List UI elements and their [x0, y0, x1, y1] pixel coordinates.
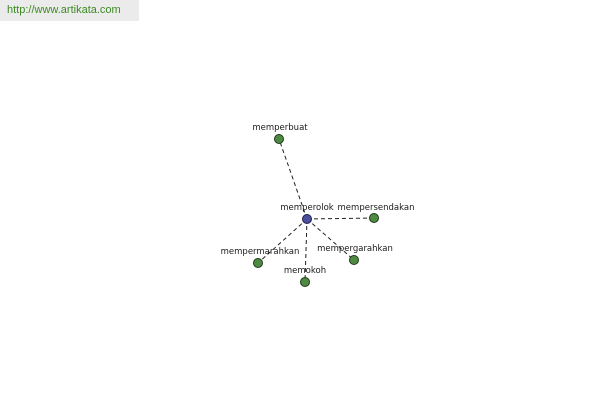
node-mempergarahkan[interactable] — [349, 255, 359, 265]
edge-mempergarahkan — [306, 218, 355, 261]
label-mempersendakan[interactable]: mempersendakan — [338, 203, 415, 213]
node-center[interactable] — [302, 214, 312, 224]
edge-mempermarahkan — [257, 218, 308, 264]
graph-edges — [257, 138, 375, 283]
label-mempergarahkan[interactable]: mempergarahkan — [317, 244, 393, 254]
label-memperbuat[interactable]: memperbuat — [252, 123, 308, 133]
edge-memperbuat — [278, 138, 308, 220]
edge-mempersendakan — [306, 217, 375, 220]
node-mempermarahkan[interactable] — [253, 258, 263, 268]
graph-nodes — [253, 134, 379, 287]
label-memokoh[interactable]: memokoh — [284, 266, 326, 276]
label-center[interactable]: memperolok — [280, 203, 333, 213]
graph-labels: memperbuat mempersendakan mempergarahkan me… — [221, 123, 415, 276]
source-url[interactable]: http://www.artikata.com — [0, 0, 139, 21]
label-mempermarahkan[interactable]: mempermarahkan — [221, 247, 300, 257]
node-mempersendakan[interactable] — [369, 213, 379, 223]
node-memokoh[interactable] — [300, 277, 310, 287]
node-memperbuat[interactable] — [274, 134, 284, 144]
edge-memokoh — [304, 218, 308, 283]
